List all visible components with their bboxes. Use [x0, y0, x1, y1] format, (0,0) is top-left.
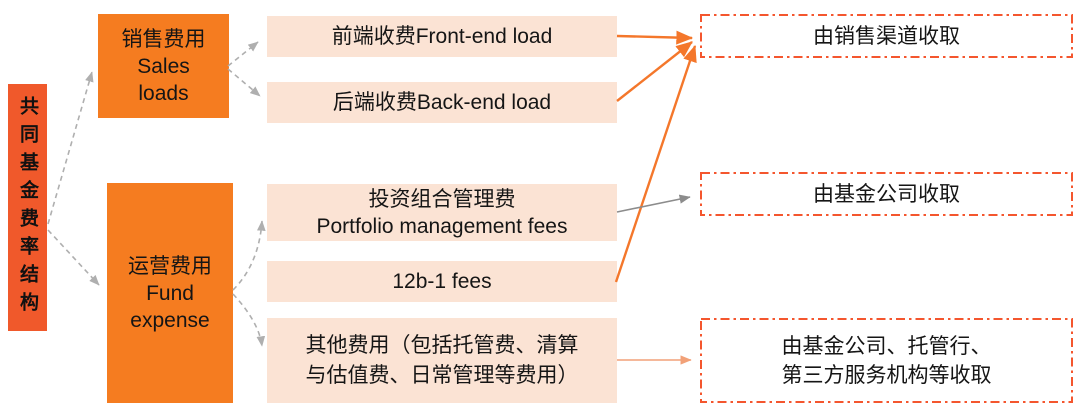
category-label-en: loads	[138, 81, 189, 105]
fee-label: 与估值费、日常管理等费用）	[305, 363, 579, 387]
connector-fund-to-other	[232, 293, 266, 347]
arrow-12b1-to-sales-channel	[614, 44, 697, 283]
connector-root-to-fund	[47, 229, 100, 286]
collector-label: 第三方服务机构等收取	[781, 363, 992, 387]
category-label-en: Fund	[146, 281, 194, 305]
connector-sales-to-front-end	[227, 41, 259, 67]
category-box-fund-expense: 运营费用 Fund expense	[107, 183, 233, 403]
connector-fund-to-portfolio	[232, 220, 266, 291]
arrow-back-end-to-sales-channel	[616, 41, 693, 102]
category-box-sales-loads: 销售费用 Sales loads	[98, 14, 229, 118]
fee-box-12b-1-fees: 12b-1 fees	[267, 261, 617, 302]
connector-root-to-sales	[47, 71, 94, 225]
collector-label: 由销售渠道收取	[813, 24, 960, 48]
fee-box-portfolio-management-fees: 投资组合管理费 Portfolio management fees	[267, 184, 617, 241]
collector-box-fund-company-custodian-third-party: 由基金公司、托管行、 第三方服务机构等收取	[700, 318, 1073, 403]
category-label-zh: 运营费用	[128, 254, 212, 278]
fee-box-other-fees: 其他费用（包括托管费、清算 与估值费、日常管理等费用）	[267, 318, 617, 403]
category-label-zh: 销售费用	[121, 27, 206, 51]
arrow-front-end-to-sales-channel	[616, 30, 694, 45]
fee-label: 后端收费Back-end load	[332, 91, 552, 114]
root-label: 共同基金费率结构	[17, 95, 38, 320]
fee-box-back-end-load: 后端收费Back-end load	[267, 82, 617, 123]
fee-label: 前端收费Front-end load	[331, 25, 553, 48]
connector-sales-to-back-end	[227, 68, 261, 97]
fee-label: 其他费用（包括托管费、清算	[305, 333, 579, 357]
collector-box-sales-channel: 由销售渠道收取	[700, 14, 1073, 58]
collector-box-fund-company: 由基金公司收取	[700, 172, 1073, 216]
fee-label: Portfolio management fees	[316, 214, 568, 238]
collector-label: 由基金公司收取	[813, 182, 960, 206]
category-label-en: Sales	[137, 54, 190, 78]
fee-label: 12b-1 fees	[392, 270, 492, 293]
category-label-en: expense	[130, 308, 210, 332]
root-box-fee-structure: 共同基金费率结构	[8, 84, 47, 331]
fee-box-front-end-load: 前端收费Front-end load	[267, 16, 617, 57]
arrow-portfolio-to-fund-company	[616, 194, 691, 213]
collector-label: 由基金公司、托管行、	[781, 334, 992, 358]
fee-label: 投资组合管理费	[368, 187, 516, 211]
